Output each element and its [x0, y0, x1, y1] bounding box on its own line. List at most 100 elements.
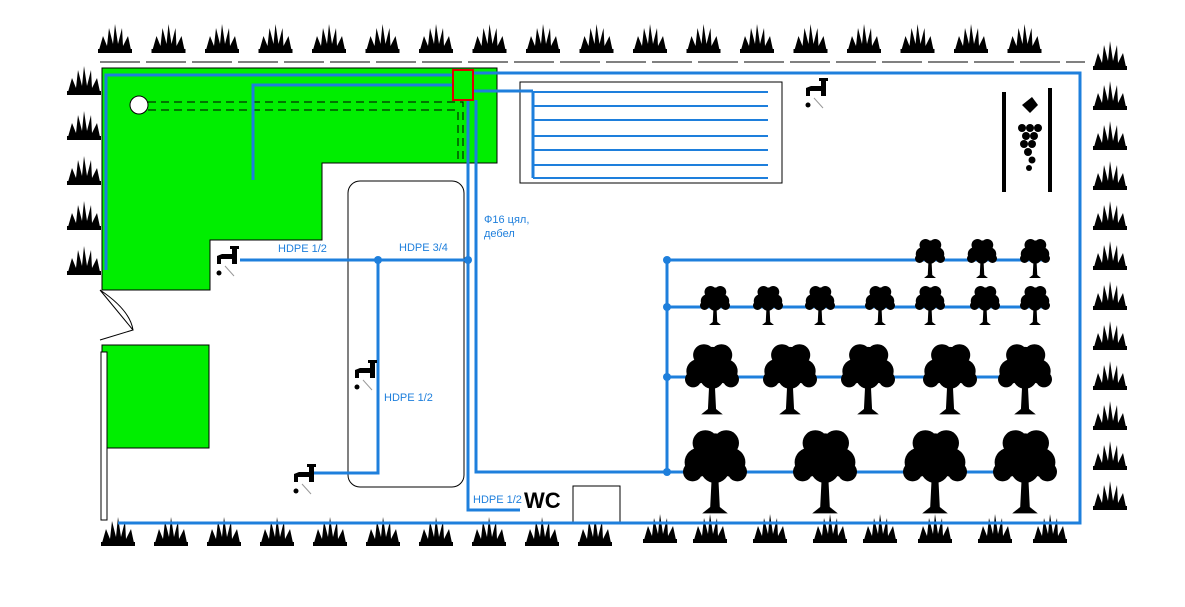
tree-icon — [998, 344, 1052, 415]
tree-icon — [970, 286, 1000, 325]
agave-plant-icon — [526, 24, 560, 53]
agave-plant-icon — [260, 517, 294, 546]
agave-plant-icon — [1093, 241, 1127, 270]
agave-plant-icon — [205, 24, 239, 53]
agave-plant-icon — [1093, 121, 1127, 150]
agave-plant-icon — [900, 24, 935, 53]
pipe-inner-lawn — [251, 83, 452, 180]
pipe-junction — [464, 256, 472, 264]
agave-plant-icon — [1093, 201, 1127, 230]
agave-plant-icon — [918, 514, 952, 543]
wc-building — [572, 485, 621, 524]
pipe-outer-right — [118, 71, 1082, 525]
agave-plant-icon — [525, 517, 559, 546]
agave-plant-icon — [1093, 481, 1127, 510]
agave-plant-icon — [753, 514, 787, 543]
pipe-junction — [663, 256, 671, 264]
tree-icon — [915, 286, 945, 325]
wall-left — [100, 351, 108, 521]
border-plants — [67, 24, 1127, 546]
agave-plant-icon — [1093, 361, 1127, 390]
label-wc: WC — [524, 488, 561, 513]
agave-plant-icon — [847, 24, 881, 53]
agave-plant-icon — [1007, 24, 1042, 53]
pipe-outer-loop — [104, 73, 452, 270]
water-tap-icon — [293, 464, 316, 495]
label-pipe-vertical: HDPE 1/2 — [384, 392, 433, 404]
door-arc — [99, 289, 134, 341]
tree-icon — [865, 286, 895, 325]
tree-icon — [1020, 239, 1050, 278]
agave-plant-icon — [1093, 321, 1127, 350]
agave-plant-icon — [1033, 514, 1067, 543]
agave-plant-icon — [579, 24, 614, 53]
lawn-area-small — [101, 344, 210, 449]
water-tap-icon — [805, 78, 828, 109]
drip-lines — [531, 91, 768, 179]
agave-plant-icon — [813, 514, 847, 543]
agave-plant-icon — [578, 517, 612, 546]
agave-plant-icon — [365, 24, 400, 53]
agave-plant-icon — [366, 517, 400, 546]
label-pipe-main-right: HDPE 3/4 — [399, 242, 448, 254]
agave-plant-icon — [1093, 441, 1127, 470]
agave-plant-icon — [67, 246, 101, 275]
tree-icon — [805, 286, 835, 325]
agave-plant-icon — [67, 111, 101, 140]
agave-plant-icon — [633, 24, 667, 53]
agave-plant-icon — [154, 517, 188, 546]
lawn-area-main — [101, 67, 498, 291]
agave-plant-icon — [686, 24, 721, 53]
pipe-junction — [663, 468, 671, 476]
agave-plant-icon — [151, 24, 186, 53]
agave-plant-icon — [472, 517, 506, 546]
agave-plant-icon — [419, 517, 453, 546]
agave-plant-icon — [207, 517, 241, 546]
tree-icon — [1020, 286, 1050, 325]
agave-plant-icon — [419, 24, 453, 53]
agave-plant-icon — [67, 156, 101, 185]
tree-icon — [763, 344, 817, 415]
pipe-path-vertical — [310, 260, 380, 475]
valve-box — [452, 69, 474, 101]
pipe-junction — [374, 256, 382, 264]
grape-icon — [1002, 88, 1052, 192]
pipe-down-1 — [466, 100, 520, 512]
agave-plant-icon — [1093, 81, 1127, 110]
well-icon — [129, 95, 149, 115]
tree-icon — [685, 344, 739, 415]
drip-bed — [519, 81, 783, 184]
agave-plant-icon — [954, 24, 988, 53]
tree-icon — [923, 344, 977, 415]
agave-plant-icon — [978, 514, 1012, 543]
agave-plant-icon — [258, 24, 293, 53]
agave-plant-icon — [793, 24, 828, 53]
tree-icon — [700, 286, 730, 325]
pipe-junction — [663, 373, 671, 381]
water-tap-icon — [354, 360, 377, 391]
agave-plant-icon — [101, 517, 135, 546]
tree-icon — [753, 286, 783, 325]
agave-plant-icon — [1093, 41, 1127, 70]
label-pipe-bottom: HDPE 1/2 — [473, 494, 522, 506]
tree-icon — [967, 239, 997, 278]
agave-plant-icon — [1093, 281, 1127, 310]
agave-plant-icon — [98, 24, 132, 53]
agave-plant-icon — [1093, 401, 1127, 430]
agave-plant-icon — [472, 24, 507, 53]
agave-plant-icon — [67, 201, 101, 230]
agave-plant-icon — [693, 514, 727, 543]
label-pipe-main-left: HDPE 1/2 — [278, 243, 327, 255]
agave-plant-icon — [1093, 161, 1127, 190]
label-drip-line-2: дебел — [484, 228, 515, 240]
agave-plant-icon — [863, 514, 897, 543]
tree-icon — [683, 430, 747, 514]
pipe-junction — [663, 303, 671, 311]
tree-icon — [915, 239, 945, 278]
agave-plant-icon — [740, 24, 774, 53]
agave-plant-icon — [313, 517, 347, 546]
agave-plant-icon — [312, 24, 346, 53]
tree-icon — [841, 344, 895, 415]
tree-icon — [793, 430, 857, 514]
